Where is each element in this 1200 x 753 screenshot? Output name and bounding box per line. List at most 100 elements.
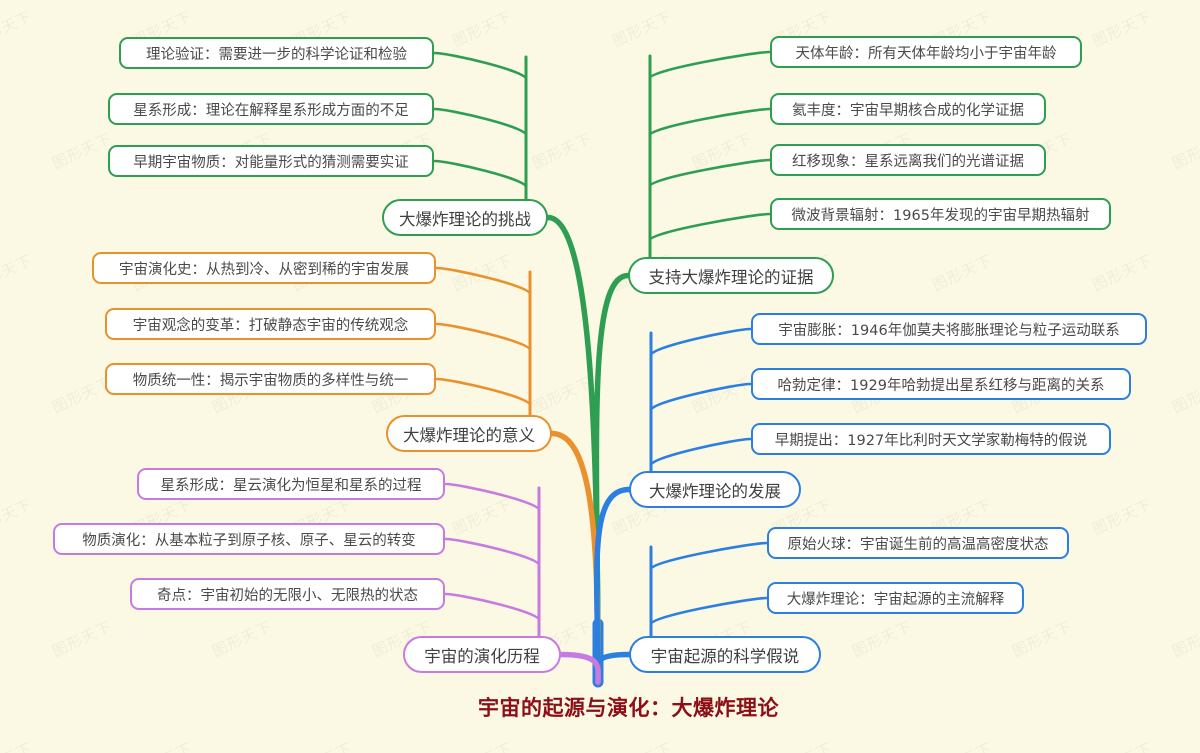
- watermark-text: 图形天下: [49, 615, 116, 661]
- leaf-connector-evolution-0: [443, 482, 541, 512]
- watermark-text: 图形天下: [0, 493, 35, 539]
- watermark-text: 图形天下: [529, 127, 596, 173]
- leaf-connector-origin-0: [649, 541, 769, 571]
- node-label: 氦丰度：宇宙早期核合成的化学证据: [792, 102, 1024, 119]
- watermark-text: 图形天下: [449, 5, 516, 51]
- leaf-connector-development-2: [649, 437, 753, 467]
- leaf-connector-challenges-1: [432, 107, 528, 137]
- leaf-node-development-0[interactable]: 宇宙膨胀：1946年伽莫夫将膨胀理论与粒子运动联系: [751, 313, 1147, 345]
- leaf-node-development-2[interactable]: 早期提出：1927年比利时天文学家勒梅特的假说: [751, 423, 1111, 455]
- node-label: 早期宇宙物质：对能量形式的猜测需要实证: [133, 154, 409, 171]
- watermark-text: 图形天下: [689, 127, 756, 173]
- branch-node-challenges[interactable]: 大爆炸理论的挑战: [382, 199, 548, 236]
- watermark-text: 图形天下: [0, 737, 35, 753]
- node-label: 宇宙观念的变革：打破静态宇宙的传统观念: [132, 317, 409, 334]
- watermark-text: 图形天下: [0, 5, 35, 51]
- leaf-connector-evidence-2: [648, 158, 772, 188]
- node-label: 原始火球：宇宙诞生前的高温高密度状态: [787, 536, 1049, 553]
- leaf-connector-development-0: [649, 327, 753, 357]
- node-label: 大爆炸理论的挑战: [399, 209, 531, 229]
- leaf-connector-evolution-2: [443, 592, 541, 622]
- leaf-node-evolution-2[interactable]: 奇点：宇宙初始的无限小、无限热的状态: [130, 578, 445, 610]
- leaf-node-development-1[interactable]: 哈勃定律：1929年哈勃提出星系红移与距离的关系: [751, 368, 1131, 400]
- branch-node-evidence[interactable]: 支持大爆炸理论的证据: [628, 257, 834, 294]
- leaf-node-significance-1[interactable]: 宇宙观念的变革：打破静态宇宙的传统观念: [105, 308, 436, 340]
- watermark-text: 图形天下: [1169, 615, 1200, 661]
- watermark-text: 图形天下: [129, 737, 196, 753]
- leaf-node-challenges-0[interactable]: 理论验证：需要进一步的科学论证和检验: [119, 37, 434, 69]
- node-label: 星系形成：星云演化为恒星和星系的过程: [160, 477, 422, 494]
- page-title: 宇宙的起源与演化：大爆炸理论: [478, 696, 779, 720]
- watermark-text: 图形天下: [769, 737, 836, 753]
- watermark-text: 图形天下: [49, 127, 116, 173]
- leaf-node-evolution-0[interactable]: 星系形成：星云演化为恒星和星系的过程: [137, 468, 445, 500]
- node-label: 早期提出：1927年比利时天文学家勒梅特的假说: [774, 432, 1088, 449]
- leaf-connector-significance-0: [434, 266, 532, 296]
- leaf-node-evidence-3[interactable]: 微波背景辐射：1965年发现的宇宙早期热辐射: [770, 198, 1111, 230]
- leaf-connector-evidence-0: [648, 50, 772, 80]
- leaf-connector-challenges-0: [432, 51, 528, 81]
- watermark-text: 图形天下: [1089, 737, 1156, 753]
- node-label: 物质统一性：揭示宇宙物质的多样性与统一: [132, 372, 409, 389]
- node-label: 大爆炸理论的意义: [403, 425, 535, 445]
- node-label: 宇宙的演化历程: [424, 646, 540, 666]
- watermark-text: 图形天下: [689, 371, 756, 417]
- watermark-text: 图形天下: [529, 371, 596, 417]
- watermark-text: 图形天下: [1009, 615, 1076, 661]
- node-label: 宇宙膨胀：1946年伽莫夫将膨胀理论与粒子运动联系: [778, 322, 1120, 339]
- watermark-text: 图形天下: [1169, 127, 1200, 173]
- branch-node-development[interactable]: 大爆炸理论的发展: [629, 471, 801, 508]
- leaf-connector-evolution-1: [443, 537, 541, 567]
- leaf-connector-significance-2: [434, 377, 532, 407]
- node-label: 星系形成：理论在解释星系形成方面的不足: [133, 102, 409, 119]
- watermark-text: 图形天下: [929, 249, 996, 295]
- node-label: 理论验证：需要进一步的科学论证和检验: [146, 46, 407, 63]
- leaf-node-challenges-2[interactable]: 早期宇宙物质：对能量形式的猜测需要实证: [108, 145, 434, 177]
- leaf-node-evidence-1[interactable]: 氦丰度：宇宙早期核合成的化学证据: [770, 93, 1046, 125]
- branch-connector-significance: [549, 430, 601, 685]
- branch-node-significance[interactable]: 大爆炸理论的意义: [386, 415, 552, 452]
- watermark-text: 图形天下: [1089, 5, 1156, 51]
- node-label: 宇宙演化史：从热到冷、从密到稀的宇宙发展: [119, 261, 409, 278]
- branch-node-evolution[interactable]: 宇宙的演化历程: [403, 636, 561, 673]
- watermark-text: 图形天下: [1089, 493, 1156, 539]
- watermark-text: 图形天下: [1089, 249, 1156, 295]
- leaf-node-evidence-0[interactable]: 天体年龄：所有天体年龄均小于宇宙年龄: [770, 36, 1082, 68]
- leaf-node-challenges-1[interactable]: 星系形成：理论在解释星系形成方面的不足: [108, 93, 434, 125]
- branch-node-origin[interactable]: 宇宙起源的科学假说: [629, 636, 821, 673]
- branch-connector-evolution: [558, 651, 601, 685]
- leaf-node-evidence-2[interactable]: 红移现象：星系远离我们的光谱证据: [770, 144, 1046, 176]
- leaf-connector-evidence-3: [648, 212, 772, 242]
- node-label: 支持大爆炸理论的证据: [648, 267, 814, 287]
- watermark-text: 图形天下: [289, 737, 356, 753]
- leaf-node-origin-1[interactable]: 大爆炸理论：宇宙起源的主流解释: [767, 582, 1024, 614]
- watermark-text: 图形天下: [1169, 371, 1200, 417]
- node-label: 天体年龄：所有天体年龄均小于宇宙年龄: [795, 45, 1057, 62]
- node-label: 奇点：宇宙初始的无限小、无限热的状态: [157, 587, 418, 604]
- watermark-text: 图形天下: [449, 249, 516, 295]
- watermark-text: 图形天下: [449, 737, 516, 753]
- watermark-text: 图形天下: [609, 5, 676, 51]
- leaf-connector-development-1: [649, 382, 753, 412]
- node-label: 微波背景辐射：1965年发现的宇宙早期热辐射: [791, 207, 1090, 224]
- watermark-text: 图形天下: [0, 249, 35, 295]
- branch-connector-evidence: [593, 272, 631, 685]
- node-label: 宇宙起源的科学假说: [650, 646, 800, 666]
- node-label: 物质演化：从基本粒子到原子核、原子、星云的转变: [82, 532, 416, 549]
- watermark-text: 图形天下: [609, 737, 676, 753]
- node-label: 大爆炸理论：宇宙起源的主流解释: [786, 591, 1005, 608]
- leaf-node-significance-0[interactable]: 宇宙演化史：从热到冷、从密到稀的宇宙发展: [92, 252, 436, 284]
- watermark-text: 图形天下: [929, 737, 996, 753]
- node-label: 哈勃定律：1929年哈勃提出星系红移与距离的关系: [777, 377, 1105, 394]
- branch-connector-origin: [593, 651, 632, 685]
- leaf-connector-significance-1: [434, 322, 532, 352]
- branch-connector-development: [593, 486, 632, 685]
- node-label: 红移现象：星系远离我们的光谱证据: [792, 153, 1024, 170]
- leaf-node-origin-0[interactable]: 原始火球：宇宙诞生前的高温高密度状态: [767, 527, 1069, 559]
- watermark-text: 图形天下: [849, 615, 916, 661]
- watermark-text: 图形天下: [449, 493, 516, 539]
- leaf-node-significance-2[interactable]: 物质统一性：揭示宇宙物质的多样性与统一: [105, 363, 436, 395]
- leaf-connector-evidence-1: [648, 107, 772, 137]
- leaf-node-evolution-1[interactable]: 物质演化：从基本粒子到原子核、原子、星云的转变: [53, 523, 445, 555]
